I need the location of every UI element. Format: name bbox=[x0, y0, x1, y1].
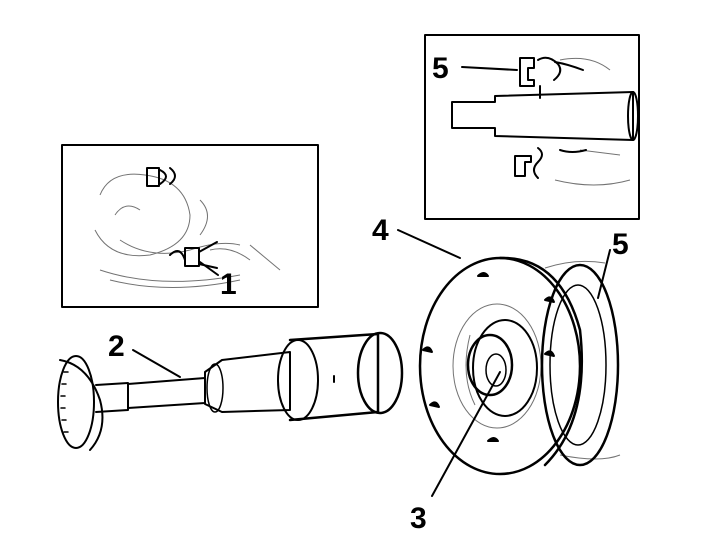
hub-sketch bbox=[465, 334, 476, 406]
callout-5: 5 bbox=[612, 228, 629, 261]
adapter bbox=[204, 351, 291, 413]
adapter-face bbox=[206, 363, 224, 413]
slide-hammer-tool: 2 bbox=[57, 330, 404, 451]
inset-left-frame bbox=[61, 144, 319, 308]
sleeve-body bbox=[288, 332, 380, 422]
leader-line-3 bbox=[431, 371, 501, 497]
hub-bore-inner bbox=[485, 353, 507, 387]
inset-left-bolt-top bbox=[146, 167, 176, 187]
bearing-sketch-bottom bbox=[559, 454, 621, 460]
inset-left-sketch bbox=[94, 173, 281, 288]
callout-5-top: 5 bbox=[432, 52, 449, 85]
handle-face bbox=[57, 355, 95, 449]
inset-left-bolt-1 bbox=[169, 241, 218, 269]
bearing-sketch-top bbox=[544, 260, 606, 269]
handle-knurling bbox=[60, 371, 69, 433]
inset-left-detail: 1 bbox=[61, 144, 319, 308]
inset-top-frame bbox=[424, 34, 640, 220]
shaft-rod bbox=[127, 377, 206, 409]
flange-bolt-holes bbox=[422, 272, 555, 442]
flange-inner-ring bbox=[452, 303, 542, 429]
leader-line-5 bbox=[597, 249, 611, 299]
bearing-race bbox=[540, 263, 620, 467]
handle-knob bbox=[59, 359, 104, 451]
bearing-race-inner bbox=[549, 284, 607, 446]
callout-3: 3 bbox=[410, 502, 427, 535]
leader-line-4 bbox=[397, 229, 461, 259]
hub-boss bbox=[472, 319, 538, 417]
hub-flange-assembly bbox=[418, 256, 621, 476]
handle-collar bbox=[95, 382, 129, 413]
flange-rim bbox=[498, 256, 584, 467]
leader-line-2 bbox=[132, 349, 181, 378]
callout-2: 2 bbox=[108, 330, 125, 363]
inset-shaft-end bbox=[627, 91, 639, 141]
inset-top-sketch bbox=[554, 57, 631, 186]
hub-bore bbox=[466, 333, 514, 397]
flange-disc bbox=[418, 256, 582, 476]
sleeve-rear bbox=[356, 331, 404, 415]
leader-line-1 bbox=[199, 261, 219, 276]
callout-1: 1 bbox=[220, 268, 237, 301]
leader-line-5-top bbox=[461, 66, 518, 71]
inset-top-detail: 5 bbox=[424, 34, 640, 220]
inset-collar-lower bbox=[514, 147, 587, 179]
sleeve-front bbox=[277, 339, 319, 421]
callout-4: 4 bbox=[372, 214, 389, 247]
inset-shaft bbox=[451, 91, 634, 141]
inset-collar-upper bbox=[519, 56, 584, 99]
